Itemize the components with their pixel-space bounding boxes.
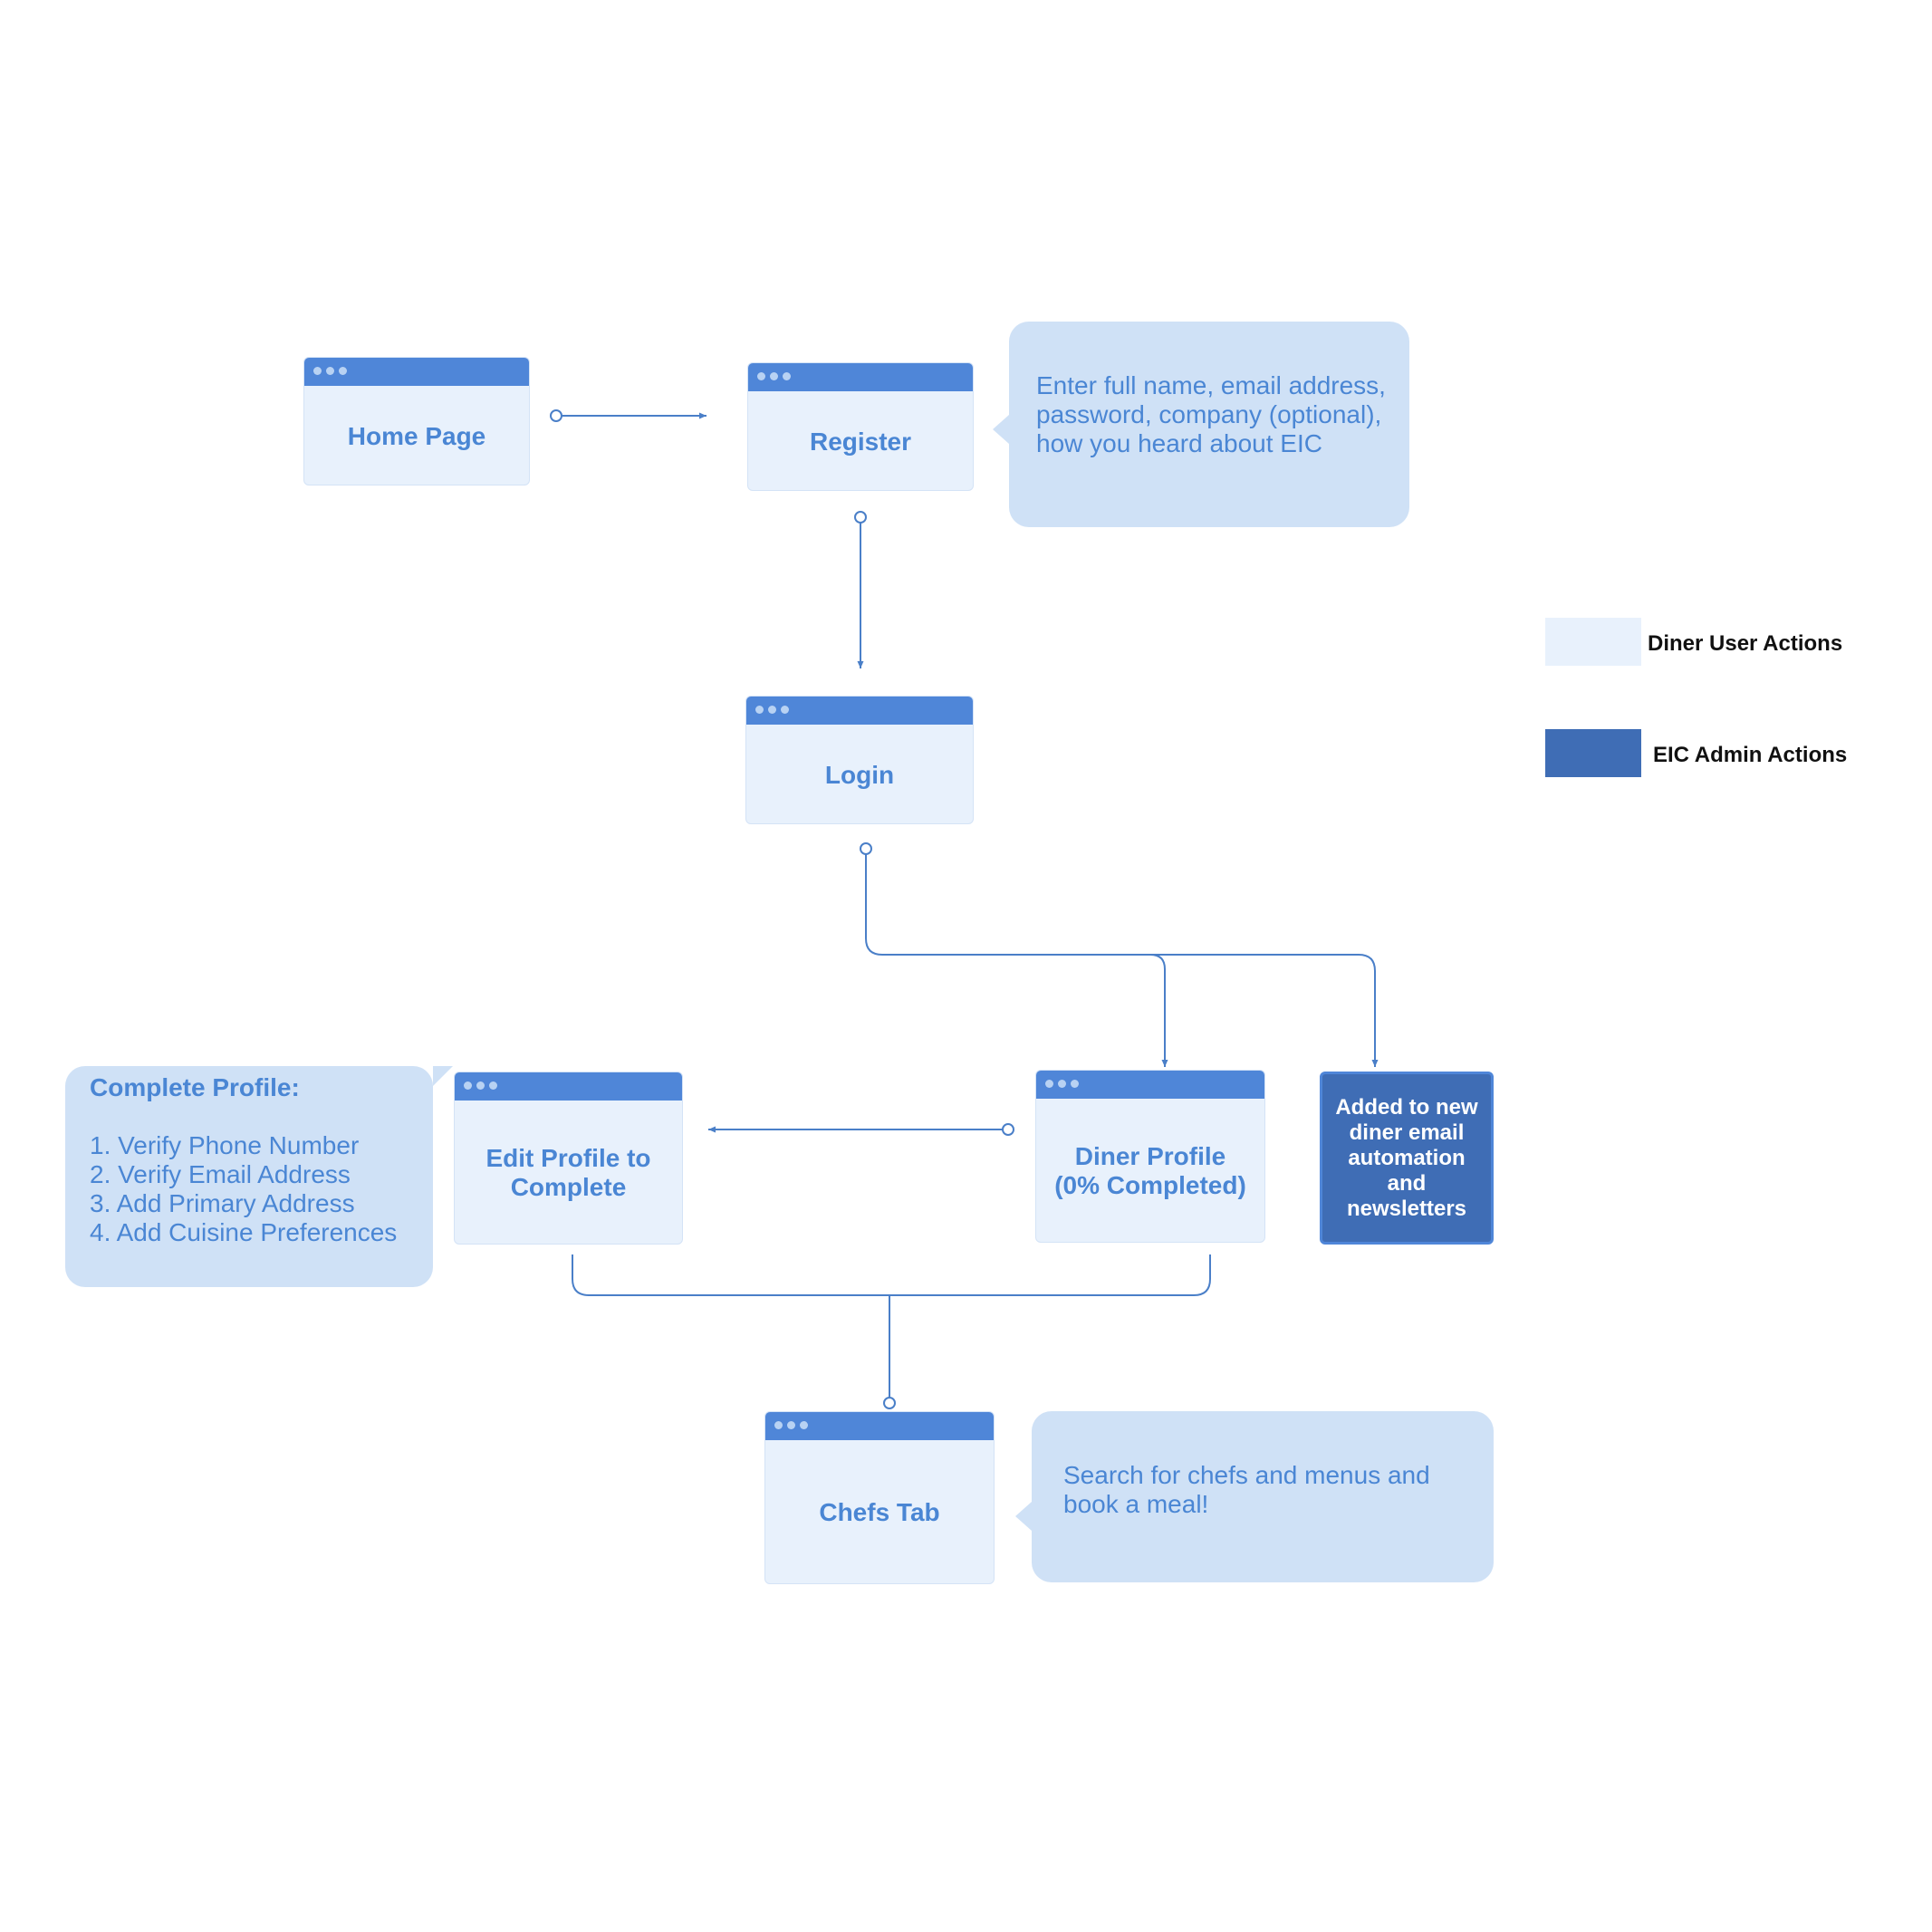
callout-tail (1015, 1502, 1032, 1531)
screen-register: Register (747, 362, 974, 491)
callout-text: Search for chefs and menus and book a me… (1063, 1461, 1430, 1518)
window-dot-icon (770, 372, 778, 380)
callout-text: Enter full name, email address, password… (1036, 371, 1386, 457)
list-item: 1. Verify Phone Number (90, 1131, 360, 1159)
legend-swatch-diner (1545, 618, 1641, 666)
window-dot-icon (774, 1421, 783, 1429)
legend-label-diner: Diner User Actions (1648, 631, 1843, 656)
callout-list: 1. Verify Phone Number 2. Verify Email A… (90, 1131, 420, 1247)
window-dot-icon (464, 1081, 472, 1090)
screen-label: Chefs Tab (819, 1498, 940, 1526)
window-dot-icon (768, 706, 776, 714)
window-dot-icon (489, 1081, 497, 1090)
window-titlebar (746, 697, 973, 725)
screen-label: Home Page (347, 421, 486, 450)
connector-profiles-to-chefs (572, 1254, 1211, 1409)
callout-complete-profile: Complete Profile: 1. Verify Phone Number… (65, 1066, 453, 1287)
window-dot-icon (476, 1081, 485, 1090)
connector-home-to-register (550, 409, 706, 422)
window-dot-icon (755, 706, 764, 714)
window-titlebar (1036, 1071, 1264, 1099)
window-titlebar (455, 1072, 682, 1101)
window-titlebar (765, 1412, 994, 1440)
screen-chefs-tab: Chefs Tab (764, 1411, 995, 1584)
admin-action-node: Added to new diner email automation and … (1320, 1072, 1494, 1245)
window-dot-icon (800, 1421, 808, 1429)
screen-label: Login (824, 760, 895, 789)
list-item: 3. Add Primary Address (90, 1189, 355, 1217)
screen-home-page: Home Page (303, 357, 530, 485)
window-dot-icon (326, 367, 334, 375)
screen-label: Diner Profile (0% Completed) (1054, 1142, 1246, 1199)
screen-label: Register (809, 427, 912, 456)
window-titlebar (748, 363, 973, 391)
connector-login-branch (860, 842, 1379, 1067)
screen-login: Login (745, 696, 974, 824)
connector-diner-to-edit (708, 1123, 1014, 1136)
callout-register-info: Enter full name, email address, password… (993, 322, 1409, 527)
list-item: 2. Verify Email Address (90, 1160, 351, 1188)
window-dot-icon (781, 706, 789, 714)
screen-label: Edit Profile to Complete (485, 1144, 651, 1201)
window-dot-icon (757, 372, 765, 380)
legend-label-admin: EIC Admin Actions (1653, 743, 1848, 767)
window-dot-icon (1045, 1080, 1053, 1088)
window-dot-icon (1071, 1080, 1079, 1088)
window-dot-icon (339, 367, 347, 375)
callout-title: Complete Profile: (90, 1073, 300, 1101)
window-dot-icon (1058, 1080, 1066, 1088)
callout-chefs-info: Search for chefs and menus and book a me… (1015, 1411, 1494, 1582)
window-dot-icon (313, 367, 322, 375)
window-dot-icon (787, 1421, 795, 1429)
callout-tail (993, 415, 1009, 444)
legend-swatch-admin (1545, 729, 1641, 777)
screen-edit-profile: Edit Profile to Complete (454, 1072, 683, 1245)
callout-tail (433, 1066, 453, 1086)
list-item: 4. Add Cuisine Preferences (90, 1218, 398, 1246)
window-titlebar (304, 358, 529, 386)
screen-diner-profile: Diner Profile (0% Completed) (1035, 1070, 1265, 1243)
window-dot-icon (783, 372, 791, 380)
connector-register-to-login (854, 511, 867, 668)
